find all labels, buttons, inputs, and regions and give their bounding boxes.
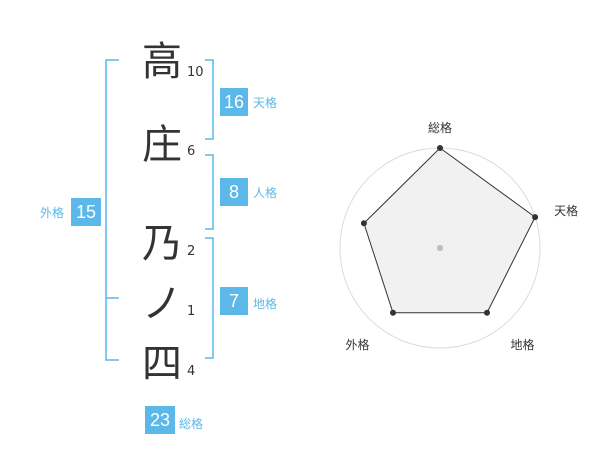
radar-axis-label-3: 地格 bbox=[511, 337, 535, 352]
sou-value-badge: 23 bbox=[145, 406, 175, 434]
radar-chart: 総格天格地格外格人格 bbox=[339, 120, 578, 352]
radar-center-dot bbox=[437, 245, 443, 251]
jin-value-badge: 8 bbox=[220, 178, 248, 206]
sou-label: 総格 bbox=[179, 417, 204, 431]
gai-bracket bbox=[105, 59, 119, 361]
name-char-1: 高 bbox=[142, 39, 182, 85]
radar-point-4 bbox=[389, 309, 396, 316]
gai-value-badge: 15 bbox=[71, 198, 101, 226]
chi-bracket bbox=[205, 237, 214, 359]
stroke-count-2: 6 bbox=[187, 144, 196, 159]
radar-point-1 bbox=[437, 145, 443, 151]
gai-label: 外格 bbox=[40, 206, 65, 220]
ten-bracket bbox=[205, 59, 214, 140]
radar-axis-label-2: 天格 bbox=[554, 203, 578, 218]
name-char-5: 四 bbox=[142, 341, 182, 387]
radar-point-3 bbox=[484, 309, 491, 316]
jin-bracket bbox=[205, 154, 214, 230]
name-char-2: 庄 bbox=[142, 122, 182, 168]
stroke-count-1: 10 bbox=[187, 65, 204, 80]
stroke-count-3: 2 bbox=[187, 244, 196, 259]
stroke-count-4: 1 bbox=[187, 304, 196, 319]
radar-point-5 bbox=[360, 220, 367, 227]
radar-axis-label-1: 総格 bbox=[428, 120, 452, 135]
jin-label: 人格 bbox=[253, 186, 278, 200]
ten-value-badge: 16 bbox=[220, 88, 248, 116]
stroke-count-5: 4 bbox=[187, 364, 196, 379]
chi-label: 地格 bbox=[253, 297, 278, 311]
radar-point-2 bbox=[532, 214, 539, 221]
name-char-4: ノ bbox=[142, 281, 182, 327]
radar-axis-label-4: 外格 bbox=[345, 337, 369, 352]
radar-series-polygon bbox=[363, 147, 536, 314]
ten-label: 天格 bbox=[253, 96, 278, 110]
name-char-3: 乃 bbox=[142, 221, 182, 267]
chi-value-badge: 7 bbox=[220, 287, 248, 315]
bracket-lines bbox=[105, 59, 214, 361]
